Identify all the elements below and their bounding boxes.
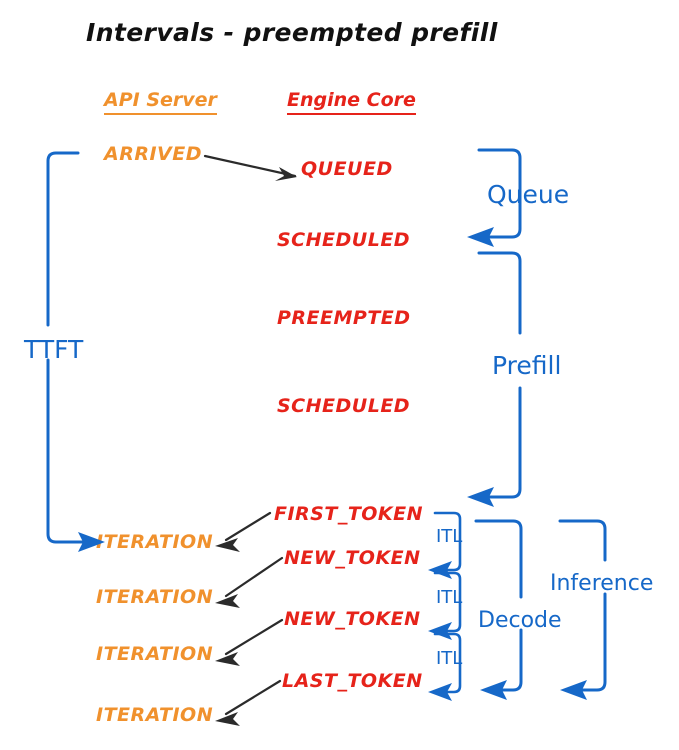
interval-label-prefill: Prefill (492, 351, 562, 380)
event-scheduled-1: SCHEDULED (277, 229, 411, 251)
arrow-new-token-2-to-iteration (215, 618, 284, 666)
interval-label-itl-3: ITL (436, 648, 463, 669)
event-iteration-4: ITERATION (96, 704, 214, 726)
interval-label-ttft: TTFT (24, 335, 84, 364)
arrow-last-token-to-iteration (215, 679, 282, 726)
interval-label-itl-1: ITL (436, 526, 463, 547)
bracket-prefill (467, 251, 522, 507)
arrow-arrived-to-queued (203, 154, 297, 181)
event-queued: QUEUED (301, 158, 393, 180)
event-new-token-1: NEW_TOKEN (284, 547, 421, 569)
event-preempted: PREEMPTED (277, 307, 411, 329)
arrow-new-token-1-to-iteration (215, 556, 284, 608)
column-header-api-server: API Server (104, 89, 217, 115)
column-header-engine-core: Engine Core (287, 89, 416, 115)
page-title: Intervals - preempted prefill (86, 18, 498, 47)
interval-label-inference: Inference (550, 571, 654, 596)
event-last-token: LAST_TOKEN (282, 670, 423, 692)
event-scheduled-2: SCHEDULED (277, 395, 411, 417)
event-iteration-2: ITERATION (96, 586, 214, 608)
interval-label-decode: Decode (478, 608, 562, 633)
interval-label-itl-2: ITL (436, 587, 463, 608)
arrow-first-token-to-iteration (215, 511, 272, 552)
bracket-inference (558, 519, 607, 700)
interval-label-queue: Queue (487, 180, 570, 209)
event-first-token: FIRST_TOKEN (274, 503, 424, 525)
event-new-token-2: NEW_TOKEN (284, 608, 421, 630)
event-iteration-1: ITERATION (96, 531, 214, 553)
event-arrived: ARRIVED (104, 143, 202, 165)
event-iteration-3: ITERATION (96, 643, 214, 665)
